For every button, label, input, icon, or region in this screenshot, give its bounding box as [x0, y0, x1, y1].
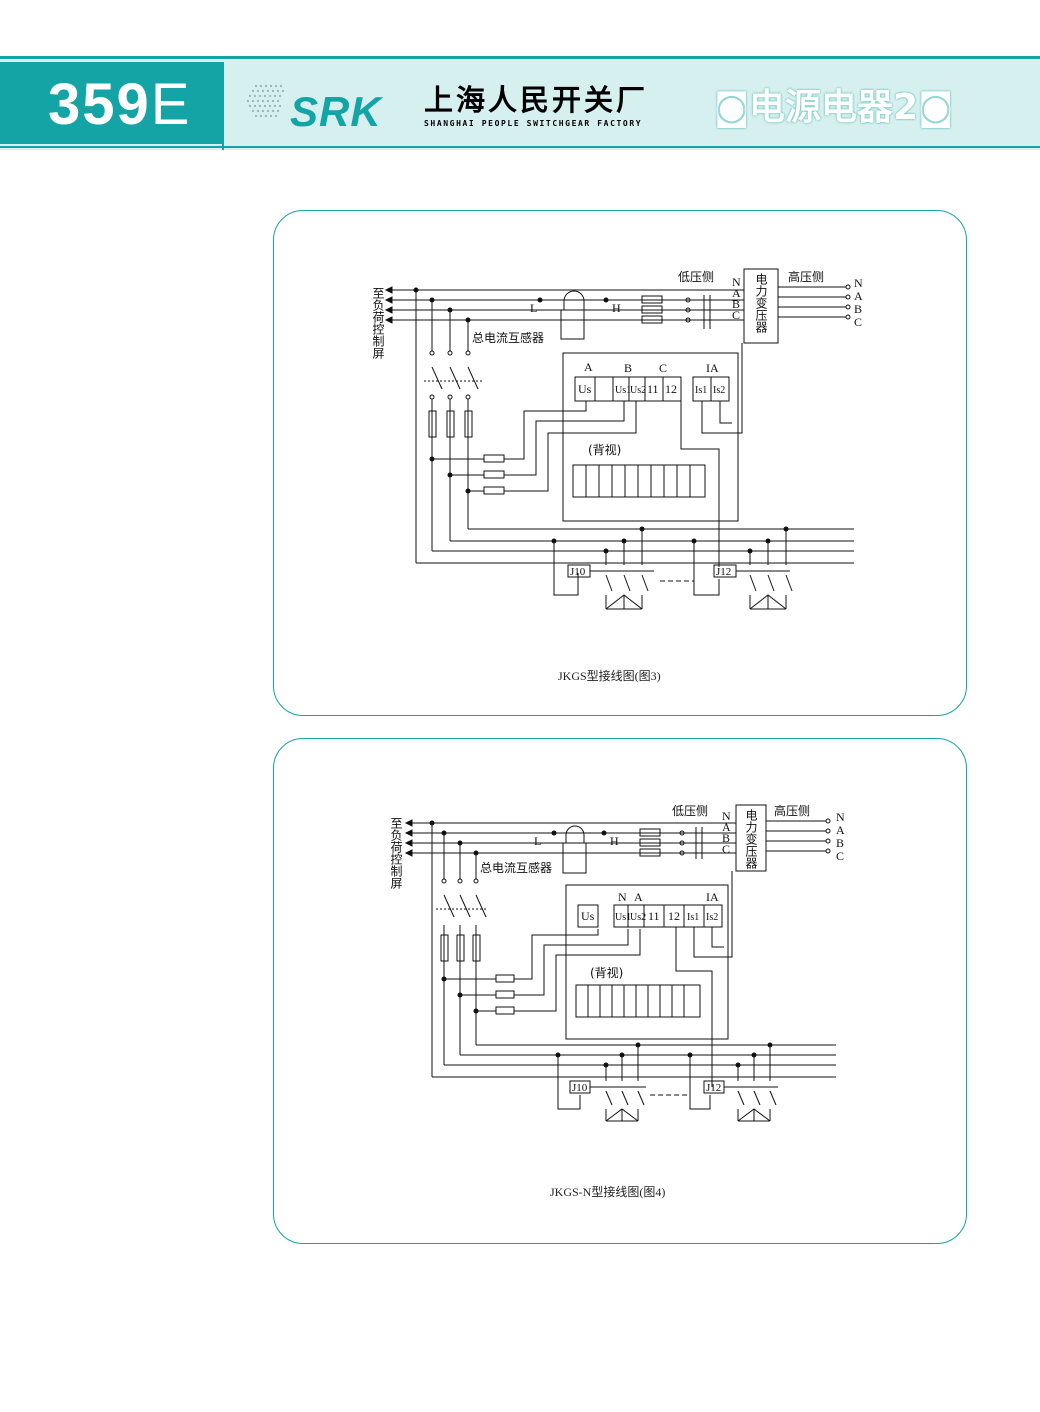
phase-left-N: N: [732, 275, 741, 289]
term-header-B: B: [624, 361, 632, 375]
phase-left-B: B: [732, 297, 740, 311]
term-header-A: A: [634, 890, 643, 904]
term-header-IA: IA: [706, 361, 719, 375]
header-bottom-rule: [0, 146, 1040, 148]
diagram-caption-1: JKGS型接线图(图3): [558, 669, 661, 683]
terminal-Is2: Is2: [706, 912, 718, 923]
srk-logo: SRK: [290, 88, 382, 135]
back-view-label: (背视): [590, 965, 623, 980]
company-name-cn: 上海人民开关厂: [424, 83, 649, 117]
ct-label: 总电流互感器: [472, 330, 544, 345]
phase-left-B: B: [722, 831, 730, 845]
terminal-12: 12: [668, 909, 680, 923]
load-label: 至负荷控制屏: [371, 287, 385, 360]
terminal-Us: Us: [581, 909, 595, 923]
term-header-C: C: [659, 361, 667, 375]
terminal-11: 11: [648, 909, 660, 923]
terminal-Is1: Is1: [695, 385, 707, 396]
H-label: H: [610, 834, 619, 848]
phase-left-C: C: [732, 308, 740, 322]
phase-right-C: C: [854, 315, 862, 329]
transformer-label: 电力变压器: [744, 809, 758, 870]
term-header-N: N: [618, 890, 627, 904]
wiring-diagram-jkgs-n: 至负荷控制屏 低压侧 高压侧 电力变压器 总电流互感器 (背视) L H N A…: [389, 803, 845, 1122]
diagram-panel-1: 至负荷控制屏 低压侧 高压侧 电力变压器 总电流互感器 (背视) L H N A…: [273, 210, 967, 716]
terminal-Us2: Us2: [630, 912, 646, 923]
page-number-box: 359E: [0, 62, 224, 150]
page-number-digits: 359: [48, 72, 151, 137]
phase-left-A: A: [722, 820, 731, 834]
phase-right-N: N: [854, 276, 863, 290]
phase-right-B: B: [854, 302, 862, 316]
H-label: H: [612, 301, 621, 315]
header-top-rule: [0, 56, 1040, 59]
term-header-A: A: [584, 360, 593, 374]
page-number-suffix: E: [150, 72, 192, 137]
category-title: ◙电源电器2◙: [714, 86, 953, 130]
low-side-label: 低压侧: [678, 270, 714, 284]
j10-label: J10: [570, 566, 586, 578]
terminal-Us1: Us1: [615, 912, 631, 923]
category-text: 电源电器2: [748, 87, 918, 128]
terminal-Is1: Is1: [687, 912, 699, 923]
ct-label: 总电流互感器: [480, 860, 552, 875]
low-side-label: 低压侧: [672, 804, 708, 818]
terminal-Us1: Us1: [615, 385, 631, 396]
terminal-Us: Us: [578, 382, 592, 396]
bullet-right-icon: ◙: [918, 87, 953, 128]
logo-dots-icon: [246, 84, 285, 118]
phase-right-A: A: [836, 823, 845, 837]
diagram-caption-2: JKGS-N型接线图(图4): [550, 1185, 666, 1199]
back-view-label: (背视): [588, 442, 621, 457]
phase-right-N: N: [836, 810, 845, 824]
terminal-Us2: Us2: [630, 385, 646, 396]
page-header: 359E SRK 上海人民开关厂 SHANGHAI PEOPLE SWITCHG…: [0, 56, 1040, 150]
bullet-left-icon: ◙: [714, 87, 749, 128]
j10-label: J10: [572, 1082, 588, 1094]
company-name-en: SHANGHAI PEOPLE SWITCHGEAR FACTORY: [424, 119, 643, 128]
terminal-12: 12: [665, 382, 677, 396]
phase-right-B: B: [836, 836, 844, 850]
L-label: L: [530, 301, 537, 315]
j12-label: J12: [706, 1082, 721, 1094]
high-side-label: 高压侧: [788, 269, 824, 284]
j12-label: J12: [716, 566, 731, 578]
terminal-11: 11: [647, 382, 659, 396]
phase-left-C: C: [722, 842, 730, 856]
phase-left-A: A: [732, 286, 741, 300]
load-label: 至负荷控制屏: [389, 817, 403, 890]
term-header-IA: IA: [706, 890, 719, 904]
phase-right-A: A: [854, 289, 863, 303]
wiring-diagram-jkgs: 至负荷控制屏 低压侧 高压侧 电力变压器 总电流互感器 (背视) L H N A…: [371, 268, 863, 610]
L-label: L: [534, 834, 541, 848]
phase-right-C: C: [836, 849, 844, 863]
transformer-label: 电力变压器: [754, 273, 768, 334]
page-number-divider: [222, 62, 224, 150]
diagram-panel-2: 至负荷控制屏 低压侧 高压侧 电力变压器 总电流互感器 (背视) L H N A…: [273, 738, 967, 1244]
high-side-label: 高压侧: [774, 803, 810, 818]
page-number: 359E: [48, 70, 191, 140]
terminal-Is2: Is2: [713, 385, 725, 396]
phase-left-N: N: [722, 809, 731, 823]
